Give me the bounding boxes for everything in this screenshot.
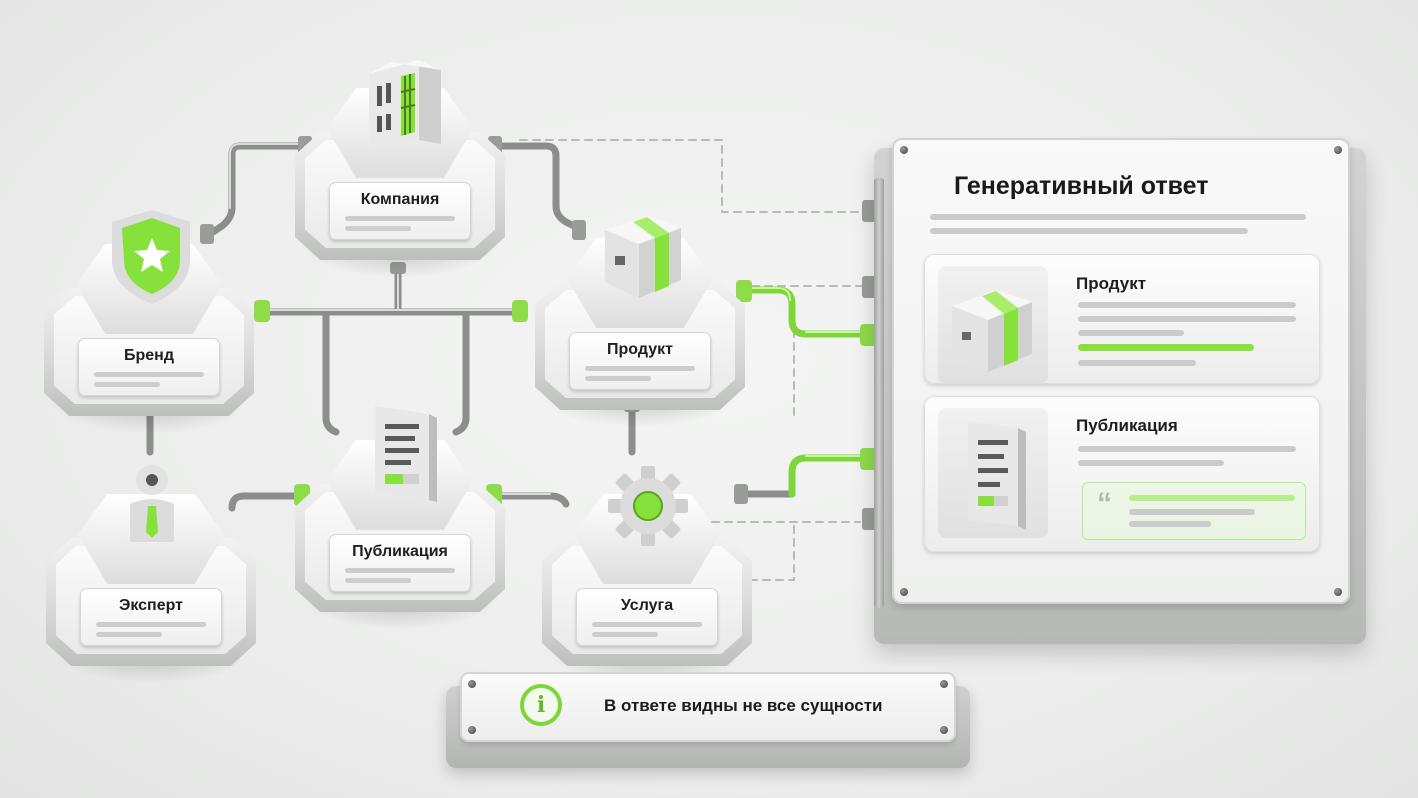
grey-pipes-highlight [229,143,551,495]
dashed-guide-lines [519,139,863,581]
node-label: Публикация [352,543,448,560]
document-icon [938,408,1048,538]
building-icon [345,40,455,160]
notice-bar: i В ответе видны не все сущности [446,672,970,768]
node-label: Продукт [607,341,673,358]
card-title: Публикация [1076,416,1178,435]
node-label: Услуга [620,597,674,614]
generative-answer-panel: Генеративный ответ Продукт [874,138,1374,646]
node-company[interactable]: Компания [295,40,505,278]
highlight-bar [1078,344,1254,351]
quote-icon: “ [1097,487,1112,520]
node-label: Эксперт [118,597,184,614]
notice-text: В ответе видны не все сущности [604,696,883,715]
card-title: Продукт [1076,274,1147,293]
box-icon [938,266,1048,384]
node-expert[interactable]: Эксперт [46,446,256,684]
answer-card-publication[interactable]: Публикация “ [924,396,1320,552]
document-icon [345,392,455,512]
answer-card-product[interactable]: Продукт [924,254,1320,384]
grey-pipes [146,142,796,512]
green-pipes-highlight [743,287,871,457]
info-icon: i [520,684,562,726]
answer-title: Генеративный ответ [954,172,1209,200]
node-service[interactable]: Услуга [542,446,752,684]
node-brand[interactable]: Бренд [44,196,254,434]
shield-star-icon [94,196,204,316]
node-label: Компания [360,191,440,208]
quote-block: “ [1082,482,1306,540]
node-publication[interactable]: Публикация [295,392,505,630]
gear-icon [592,446,702,566]
green-pipes [740,286,874,498]
person-icon [96,446,206,566]
box-icon [585,190,695,310]
node-product[interactable]: Продукт [535,190,745,428]
node-label: Бренд [124,347,174,364]
